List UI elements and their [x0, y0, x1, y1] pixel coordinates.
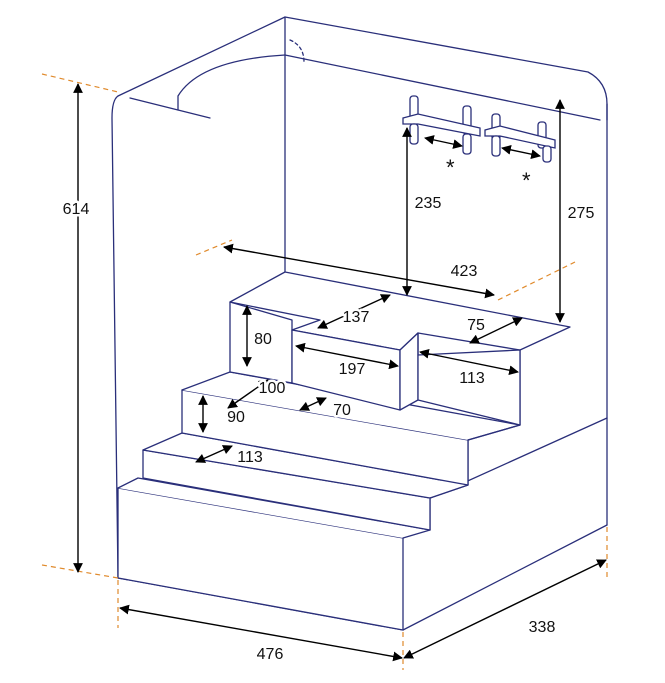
rail-left-gap-arrow	[424, 135, 463, 149]
top-width-label: 197	[339, 361, 366, 378]
rail-right	[484, 113, 556, 163]
rail-right-gap-arrow	[501, 145, 541, 159]
mid-inset-label: 70	[333, 402, 351, 419]
inner-width-label: 423	[451, 263, 478, 280]
top-height-label: 80	[254, 331, 272, 348]
right-rail-height-label: 275	[568, 205, 595, 222]
left-rail-height-label: 235	[415, 195, 442, 212]
inner-width-arrow	[223, 243, 495, 299]
top-right-width-arrow	[419, 348, 519, 376]
rail-left-note-marker: *	[446, 155, 455, 180]
top-depth-arrow	[317, 294, 391, 329]
mid-height-label: 90	[227, 409, 245, 426]
mid-inset-arrow	[299, 397, 327, 411]
width-arrow	[119, 604, 403, 662]
top-right-depth-arrow	[469, 317, 523, 344]
depth-arrow	[403, 559, 607, 659]
low-depth-arrow	[195, 445, 233, 463]
rail-left	[402, 95, 481, 155]
rail-right-note-marker: *	[522, 168, 531, 193]
mid-depth-arrow	[227, 379, 269, 409]
width-label: 476	[257, 646, 284, 663]
mid-depth-label: 100	[259, 380, 286, 397]
top-right-depth-label: 75	[467, 317, 485, 334]
top-right-width-label: 113	[459, 370, 485, 387]
depth-label: 338	[529, 619, 556, 636]
height-label: 614	[63, 201, 90, 218]
top-width-arrow	[295, 342, 399, 370]
low-depth-label: 113	[237, 449, 263, 466]
top-depth-label: 137	[343, 309, 370, 326]
